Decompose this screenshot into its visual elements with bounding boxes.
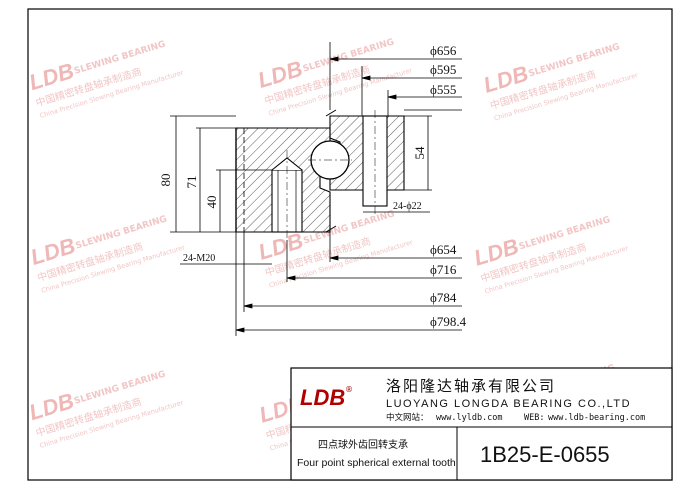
bearing-type-en: Four point spherical external tooth bbox=[297, 457, 456, 469]
title-block: LDB ® 洛阳隆达轴承有限公司 LUOYANG LONGDA BEARING … bbox=[290, 367, 673, 481]
web-cn-url[interactable]: www.lyldb.com bbox=[436, 413, 503, 423]
company-name-cn: 洛阳隆达轴承有限公司 bbox=[386, 377, 556, 395]
dim-holes-inner: 24-ϕ22 bbox=[393, 201, 422, 212]
model-number: 1B25-E-0655 bbox=[480, 442, 610, 467]
registered-mark-icon: ® bbox=[345, 385, 353, 394]
dim-h40: 40 bbox=[204, 196, 219, 209]
dim-h71: 71 bbox=[184, 176, 199, 189]
watermark-slogan: SLEWING BEARING bbox=[302, 37, 396, 74]
watermark-slogan: SLEWING BEARING bbox=[527, 42, 621, 79]
dim-d654: ϕ654 bbox=[430, 242, 457, 257]
company-name-en: LUOYANG LONGDA BEARING CO.,LTD bbox=[386, 398, 631, 410]
watermark-slogan: SLEWING BEARING bbox=[73, 370, 167, 407]
dim-h80: 80 bbox=[158, 174, 173, 187]
dim-d555: ϕ555 bbox=[430, 82, 456, 97]
watermark-slogan: SLEWING BEARING bbox=[73, 40, 167, 77]
dim-h54: 54 bbox=[412, 146, 427, 160]
bearing-cross-section bbox=[235, 109, 405, 240]
dim-d784: ϕ784 bbox=[430, 290, 457, 305]
watermark-slogan: SLEWING BEARING bbox=[75, 214, 169, 251]
watermark-slogan: SLEWING BEARING bbox=[518, 215, 612, 252]
dimension-lines bbox=[170, 42, 462, 336]
bearing-type-cn: 四点球外齿回转支承 bbox=[318, 438, 408, 451]
dim-d595: ϕ595 bbox=[430, 62, 456, 77]
dim-holes-outer: 24-M20 bbox=[183, 253, 215, 264]
dim-d798: ϕ798.4 bbox=[430, 314, 467, 329]
dim-d716: ϕ716 bbox=[430, 262, 457, 277]
dim-d656: ϕ656 bbox=[430, 43, 457, 58]
web-en-label: WEB: bbox=[524, 413, 544, 423]
dimension-labels: ϕ656 ϕ595 ϕ555 ϕ654 ϕ716 ϕ784 ϕ798.4 80 … bbox=[158, 43, 467, 329]
company-logo: LDB bbox=[300, 385, 345, 410]
web-cn-label: 中文网站： bbox=[386, 412, 429, 423]
web-en-url[interactable]: www.ldb-bearing.com bbox=[548, 413, 645, 423]
